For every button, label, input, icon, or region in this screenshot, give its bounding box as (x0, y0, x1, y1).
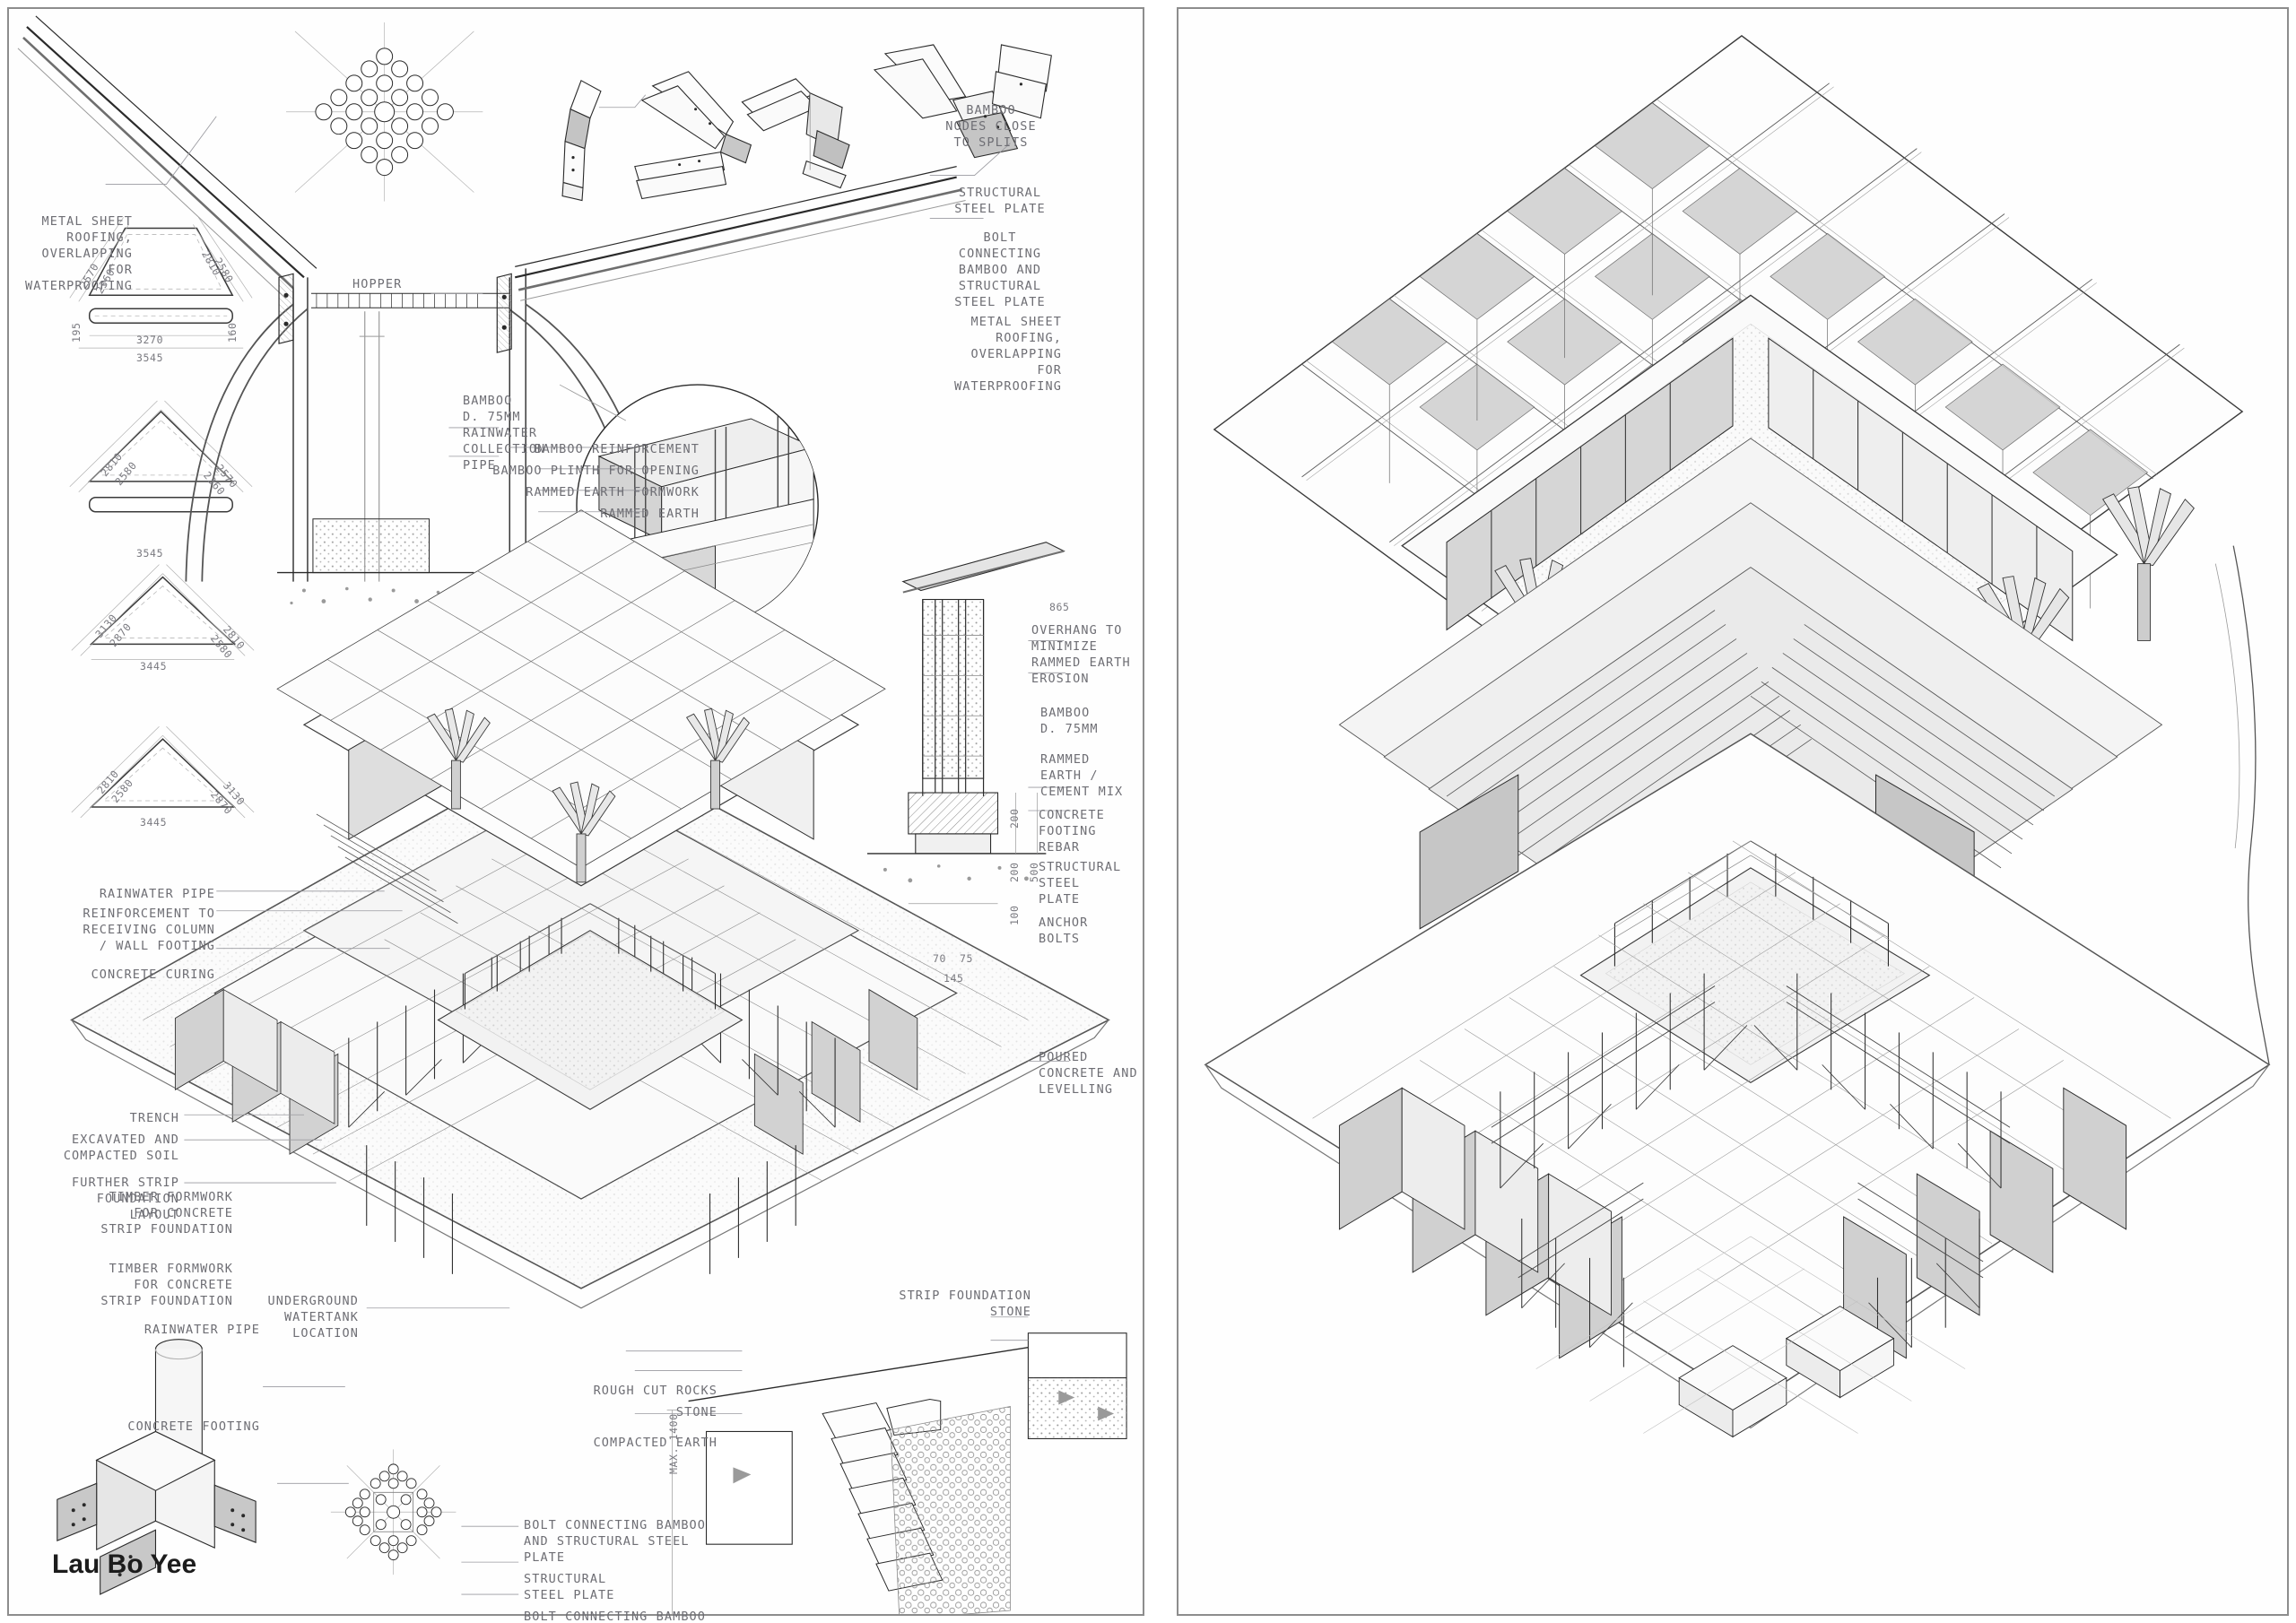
dim-truss-a-base-inner: 3270 (136, 334, 164, 346)
dim-footing-h3: 100 (1008, 905, 1021, 925)
anno-underground-watertank: UNDERGROUND WATERTANK LOCATION (267, 1294, 359, 1341)
anno-bamboo-rainwater-pipe: BAMBOO D. 75MM RAINWATER COLLECTION PIPE (463, 394, 546, 473)
anno-timber-formwork-2: TIMBER FORMWORK FOR CONCRETE STRIP FOUND… (100, 1262, 233, 1309)
anno-concrete-footing-rebar: CONCRETE FOOTING REBAR (1039, 808, 1105, 855)
anno-rammed-earth-cement-mix: RAMMED EARTH / CEMENT MIX (1040, 752, 1124, 800)
panel-left: METAL SHEET ROOFING, OVERLAPPING FOR WAT… (7, 7, 1144, 1623)
anno-concrete-footing-detail: CONCRETE FOOTING (127, 1419, 260, 1434)
anno-anchor-bolts: ANCHOR BOLTS (1039, 916, 1089, 947)
dim-footing-total: 500 (1028, 862, 1040, 882)
dim-truss-a-thickness-right: 160 (226, 322, 239, 343)
leader-lines (105, 94, 1072, 1595)
bamboo-joint-details (561, 44, 1052, 202)
anno-further-strip-foundation-layout: FURTHER STRIP FOUNDATION LAYOUT (72, 1176, 179, 1223)
anno-rammed-earth-formwork: RAMMED EARTH FORMWORK (526, 485, 700, 499)
dim-truss-a-base-outer: 3545 (136, 352, 164, 364)
anno-structural-steel-plate-top: STRUCTURAL STEEL PLATE (954, 186, 1046, 217)
column-elevation-section (17, 15, 966, 605)
dim-truss-d-base: 3445 (140, 816, 168, 829)
dim-overhang: 865 (1049, 601, 1070, 613)
anno-rainwater-pipe-detail: RAINWATER PIPE (144, 1323, 260, 1337)
anno-bolt-connecting-bottom-2: BOLT CONNECTING BAMBOO AND STRUCTURAL ST… (524, 1610, 707, 1623)
anno-bamboo-plinth-for-opening: BAMBOO PLINTH FOR OPENING (492, 464, 700, 478)
anno-timber-formwork-1: TIMBER FORMWORK FOR CONCRETE STRIP FOUND… (100, 1190, 233, 1237)
dim-truss-b-base-outer: 3545 (136, 547, 164, 560)
anno-metal-sheet-roofing-right: METAL SHEET ROOFING, OVERLAPPING FOR WAT… (954, 315, 1062, 395)
anno-structural-steel-plate-bottom: STRUCTURAL STEEL PLATE (524, 1572, 615, 1603)
anno-bolt-connecting-top: BOLT CONNECTING BAMBOO AND STRUCTURAL ST… (954, 230, 1046, 310)
anno-structural-steel-plate-section: STRUCTURAL STEEL PLATE (1039, 860, 1122, 907)
panel-right (1177, 7, 2289, 1616)
anno-rough-cut-rocks: ROUGH CUT ROCKS (593, 1384, 718, 1398)
dim-truss-c-base: 3445 (140, 660, 168, 673)
anno-hopper: HOPPER (352, 277, 403, 291)
wall-section-detail (866, 542, 1065, 905)
anno-poured-concrete-levelling: POURED CONCRETE AND LEVELLING (1039, 1050, 1138, 1098)
footing-pipe-detail (57, 1339, 257, 1595)
anno-trench: TRENCH (129, 1111, 179, 1125)
anno-overhang-to-minimize: OVERHANG TO MINIMIZE RAMMED EARTH EROSIO… (1031, 623, 1131, 687)
anno-bamboo-nodes-close-to-splits: BAMBOO NODES CLOSE TO SPLITS (945, 103, 1037, 151)
dim-footing-h1: 200 (1008, 808, 1021, 829)
truss-section-drawings (69, 217, 255, 819)
author-signature: Lau Bo Yee (52, 1549, 197, 1579)
anno-concrete-curing: CONCRETE CURING (91, 968, 215, 982)
anno-bamboo-reinforcement: BAMBOO REINFORCEMENT (534, 442, 700, 456)
anno-stone: STONE (675, 1405, 718, 1419)
dim-plate-total: 145 (944, 972, 964, 985)
left-panel-drawing (17, 15, 1127, 1614)
dim-foundation-depth: MAX. 1400 (667, 1413, 680, 1474)
anno-rammed-earth: RAMMED EARTH (600, 507, 700, 521)
bundle-plan-detail (330, 1449, 457, 1575)
dim-footing-h2: 200 (1008, 862, 1021, 882)
anno-compacted-earth: COMPACTED EARTH (593, 1436, 718, 1450)
anno-metal-sheet-roofing-left: METAL SHEET ROOFING, OVERLAPPING FOR WAT… (25, 214, 133, 294)
exploded-axonometric (70, 509, 1110, 1309)
anno-strip-foundation-stone: STRIP FOUNDATION STONE (899, 1289, 1031, 1320)
right-panel-axonometric (1204, 35, 2271, 1438)
bamboo-bundle-plan (286, 22, 483, 202)
anno-bamboo-d75-section: BAMBOO D. 75MM (1040, 706, 1099, 737)
anno-bolt-connecting-bottom-1: BOLT CONNECTING BAMBOO AND STRUCTURAL ST… (524, 1518, 707, 1566)
anno-reinforcement-to-column: REINFORCEMENT TO RECEIVING COLUMN / WALL… (83, 907, 215, 954)
dim-plate-w1: 70 (933, 952, 947, 965)
dim-truss-a-thickness-left: 195 (70, 322, 83, 343)
anno-rainwater-pipe-axo: RAINWATER PIPE (99, 887, 215, 901)
dim-plate-w2: 75 (960, 952, 974, 965)
terrain-edge (2214, 545, 2270, 1065)
foundation-formwork-level (1204, 733, 2271, 1438)
strip-foundation-section (666, 1332, 1127, 1614)
anno-excavated-compacted-soil: EXCAVATED AND COMPACTED SOIL (63, 1133, 179, 1164)
